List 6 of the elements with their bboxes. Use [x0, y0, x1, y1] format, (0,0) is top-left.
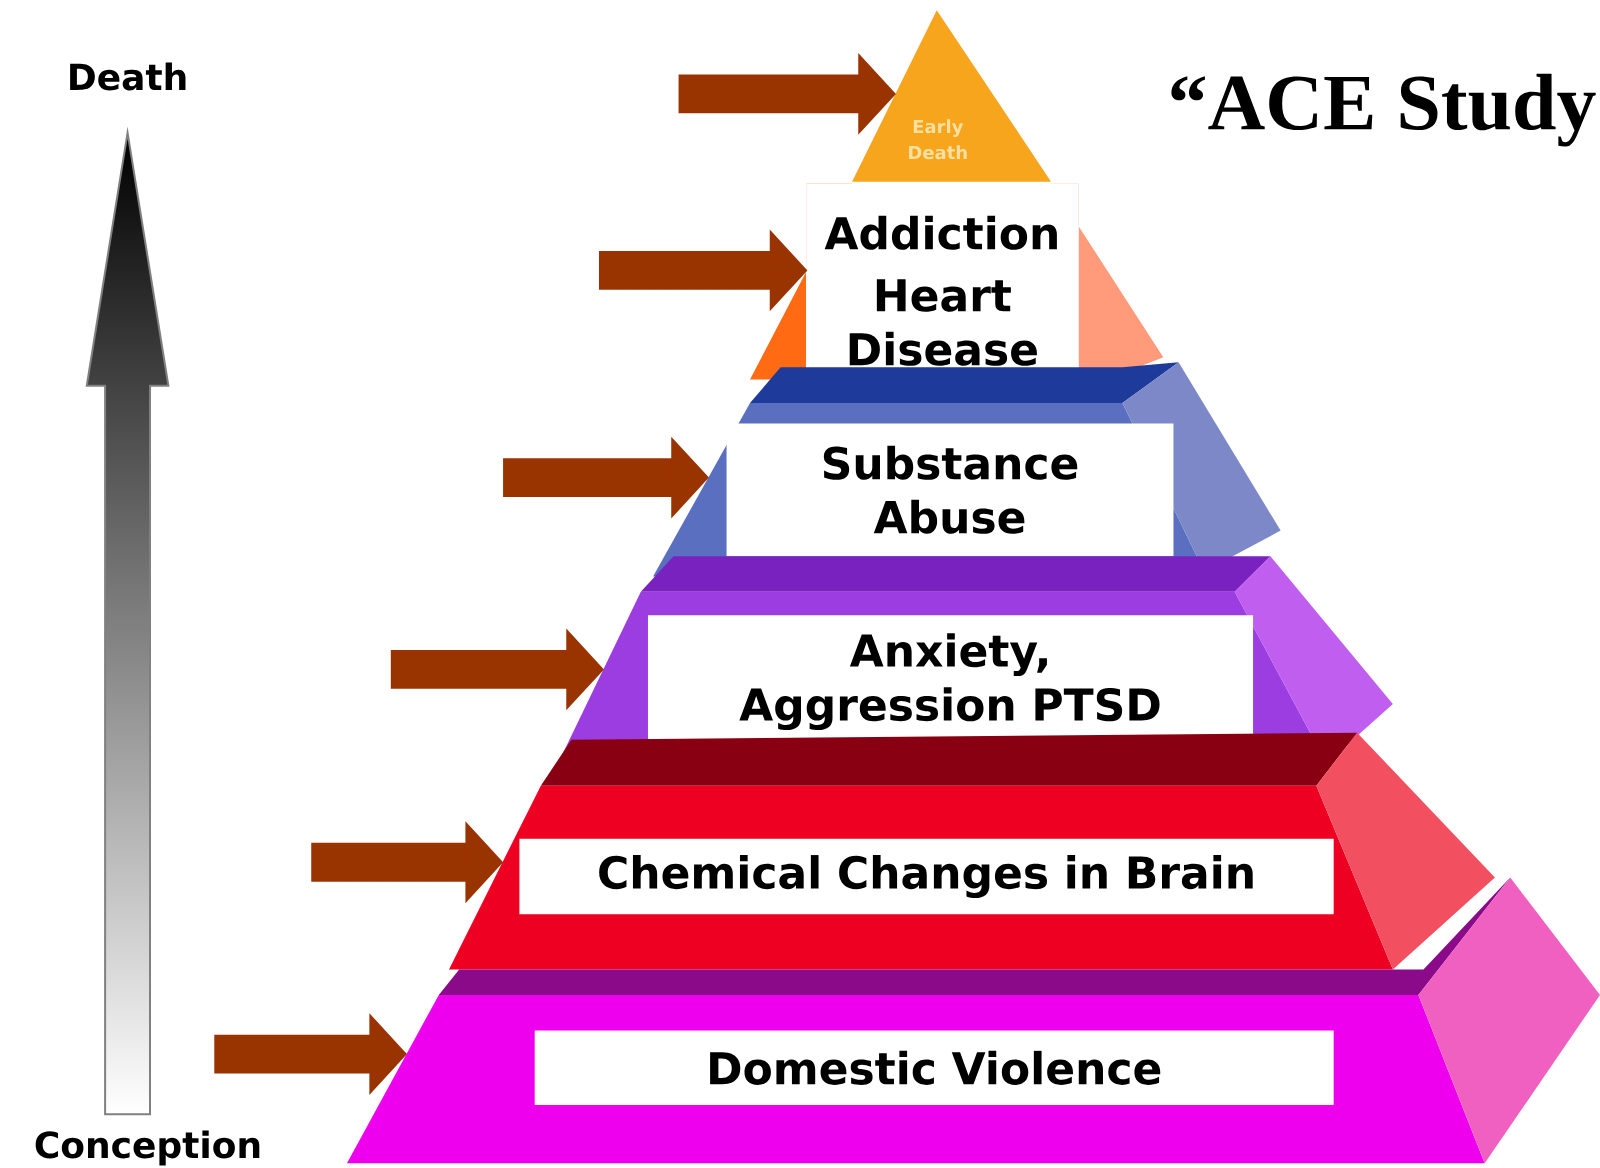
axis-label: Conception: [35, 1130, 260, 1166]
axis-label: Death: [70, 62, 186, 91]
title: “ACE Study: [1171, 73, 1596, 147]
node-label: Addiction: [824, 215, 1057, 250]
pyramid-tier: Early Death: [852, 10, 1052, 182]
pyramid-tier: Chemical Changes in Brain: [449, 732, 1495, 970]
